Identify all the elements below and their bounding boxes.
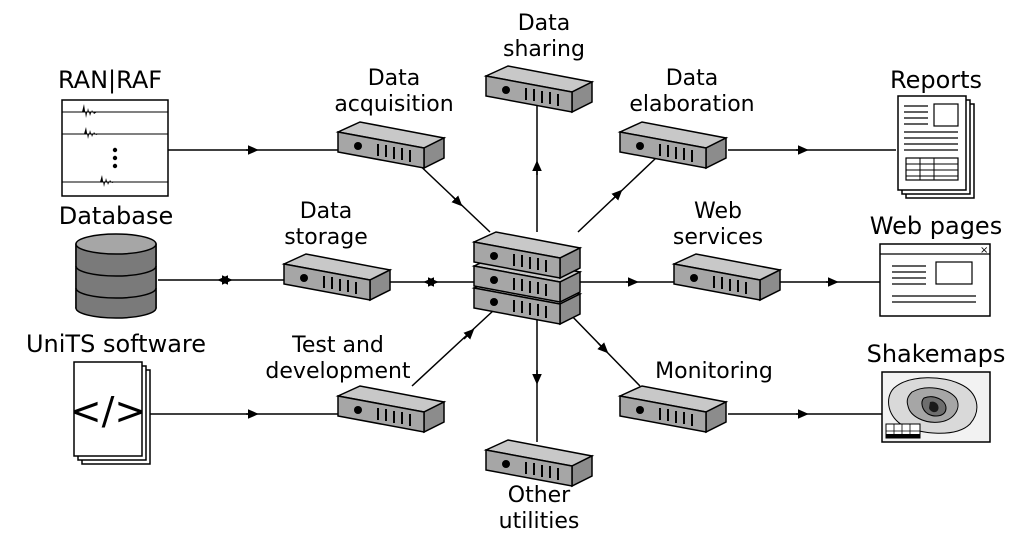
- data-acquisition-label-line1: Data: [368, 66, 421, 91]
- browser-window-icon: ×: [879, 243, 991, 317]
- code-document-icon: </>: [70, 361, 151, 465]
- report-document-icon: [897, 95, 975, 199]
- database-cylinder-icon: [75, 233, 157, 319]
- test-development-label-line2: development: [265, 359, 411, 384]
- window-close-glyph: ×: [980, 245, 988, 256]
- web-pages-output: Web pages ×: [870, 212, 1002, 317]
- central-server-stack: [473, 231, 581, 325]
- seismogram-document-icon: [61, 99, 169, 197]
- arrow-hub-elaboration: [611, 189, 623, 201]
- web-services-label-line1: Web: [694, 199, 742, 224]
- units-software-label: UniTS software: [26, 330, 206, 358]
- server-test-development: Test and development: [265, 333, 445, 433]
- ran-raf-source: RAN|RAF: [58, 66, 169, 197]
- contour-map-icon: [881, 371, 991, 443]
- database-source: Database: [59, 202, 174, 319]
- data-elaboration-label-line1: Data: [666, 66, 719, 91]
- monitoring-label: Monitoring: [655, 359, 773, 384]
- code-symbol: </>: [70, 389, 146, 433]
- server-web-services: Web services: [673, 199, 781, 301]
- arrow-hub-monitoring: [597, 342, 609, 354]
- data-storage-label-line1: Data: [300, 199, 353, 224]
- server-monitoring: Monitoring: [619, 359, 773, 433]
- other-utilities-label-line1: Other: [508, 483, 571, 508]
- server-data-acquisition: Data acquisition: [334, 66, 454, 169]
- shakemaps-label: Shakemaps: [867, 340, 1006, 368]
- web-pages-label: Web pages: [870, 212, 1002, 240]
- server-data-elaboration: Data elaboration: [619, 66, 755, 169]
- link-acquisition-hub: [411, 157, 491, 233]
- arrow-test-hub: [463, 328, 475, 340]
- arrow-acquisition-hub: [451, 195, 463, 207]
- server-data-storage: Data storage: [283, 199, 391, 301]
- reports-label: Reports: [890, 66, 982, 94]
- units-software-source: UniTS software </>: [26, 330, 206, 465]
- server-other-utilities: Other utilities: [485, 439, 593, 534]
- data-storage-label-line2: storage: [284, 225, 368, 250]
- reports-output: Reports: [890, 66, 982, 199]
- data-sharing-label-line2: sharing: [503, 37, 585, 62]
- test-development-label-line1: Test and: [291, 333, 384, 358]
- database-label: Database: [59, 202, 174, 230]
- link-test-hub: [411, 309, 495, 387]
- connectors: [148, 90, 896, 442]
- web-services-label-line2: services: [673, 225, 763, 250]
- ran-raf-label: RAN|RAF: [58, 66, 162, 94]
- shakemaps-output: Shakemaps: [867, 340, 1006, 443]
- server-data-sharing: Data sharing: [485, 11, 593, 113]
- data-sharing-label-line1: Data: [518, 11, 571, 36]
- other-utilities-label-line2: utilities: [499, 509, 580, 534]
- data-elaboration-label-line2: elaboration: [629, 92, 754, 117]
- data-acquisition-label-line2: acquisition: [334, 92, 453, 117]
